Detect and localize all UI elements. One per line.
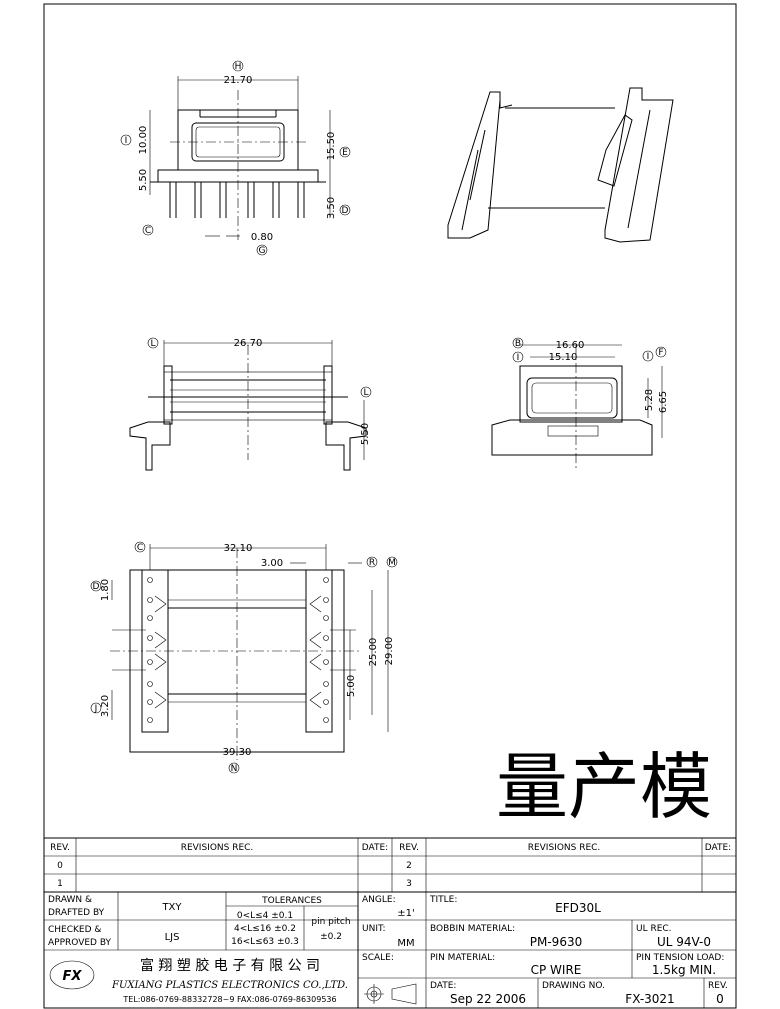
side-bubble-2: L <box>363 388 368 398</box>
end-dim-outer-h: 6.65 <box>658 391 669 413</box>
pin-pitch-value: ±0.2 <box>320 932 342 942</box>
bottom-dim-right-big: 29.00 <box>384 637 395 666</box>
company-logo: FX <box>49 960 95 990</box>
date-header-left: DATE: <box>362 843 388 853</box>
front-bubble-4: C <box>145 226 151 236</box>
bottom-pins-right <box>309 577 329 723</box>
title-block: REV. REVISIONS REC. DATE: REV. REVISIONS… <box>43 837 737 1009</box>
scale-label: SCALE: <box>362 953 394 963</box>
pin-material-label: PIN MATERIAL: <box>430 953 495 963</box>
side-dim-top: 26.70 <box>234 338 263 349</box>
angle-label: ANGLE: <box>362 895 396 905</box>
front-dim-bottom: 0.80 <box>251 232 273 243</box>
front-bubble-3: E <box>342 148 348 158</box>
front-bubble-2: I <box>125 136 128 146</box>
bottom-bubble-6: N <box>231 764 238 774</box>
drawing-no-label: DRAWING NO. <box>542 981 605 991</box>
pin-tension-label: PIN TENSION LOAD: <box>636 953 724 963</box>
bottom-dim-pin-off: 3.00 <box>261 558 283 569</box>
checked-value: LJS <box>165 932 180 943</box>
front-bubble-6: G <box>259 246 266 256</box>
projection-symbol <box>364 983 417 1005</box>
bottom-dim-left-top: 1.80 <box>100 579 111 601</box>
production-stamp: 量产模 <box>496 745 712 829</box>
angle-value: ±1' <box>397 908 415 919</box>
bottom-dim-top: 32.10 <box>224 543 253 554</box>
pin-tension-value: 1.5kg MIN. <box>652 963 716 977</box>
logo-text: FX <box>63 969 83 984</box>
tolerances-label: TOLERANCES <box>261 896 322 906</box>
title-value: EFD30L <box>555 901 601 915</box>
end-bubble-1: B <box>515 339 521 349</box>
bottom-bubble-4: D <box>93 582 100 592</box>
bottom-dim-left-bot: 3.20 <box>100 695 111 717</box>
end-bubble-3: I <box>647 352 650 362</box>
front-dim-left: 10.00 <box>138 126 149 155</box>
bottom-bubble-1: C <box>137 543 143 553</box>
company-name-cn: 富 翔 塑 胶 电 子 有 限 公 司 <box>140 957 320 974</box>
ul-label: UL REC. <box>636 924 672 934</box>
drawn-label-2: DRAFTED BY <box>48 908 105 918</box>
rev-row-2: 2 <box>406 861 412 871</box>
company-name-en: FUXIANG PLASTICS ELECTRONICS CO.,LTD. <box>111 980 348 991</box>
bottom-bubble-5: J <box>94 704 98 714</box>
side-view: 26.70 5.50 L L <box>129 337 372 471</box>
end-bubble-4: F <box>658 348 663 358</box>
ul-value: UL 94V-0 <box>657 935 711 949</box>
rev-row-3: 3 <box>406 879 412 889</box>
drawn-label-1: DRAWN & <box>48 895 92 905</box>
bottom-dim-right-mid: 25.00 <box>368 638 379 667</box>
bottom-view: 32.10 3.00 1.80 3.20 5.00 25.00 29.00 39… <box>90 541 398 774</box>
end-dim-inner-h: 5.28 <box>644 389 655 411</box>
rev-header-left: REV. <box>50 843 70 853</box>
unit-label: UNIT: <box>362 924 386 934</box>
drawn-value: TXY <box>161 902 182 913</box>
date-value: Sep 22 2006 <box>450 992 526 1006</box>
front-dim-top: 21.70 <box>224 75 253 86</box>
front-dim-left-low: 5.50 <box>138 169 149 191</box>
tolerance-3: 16<L≤63 ±0.3 <box>231 937 299 947</box>
title-label: TITLE: <box>429 895 457 905</box>
rev-label: REV. <box>708 981 728 991</box>
front-bubble-5: D <box>342 206 349 216</box>
unit-value: MM <box>397 938 414 949</box>
pin-pitch-label: pin pitch <box>311 917 350 927</box>
front-bubble-1: H <box>235 62 242 72</box>
rev-row-1: 1 <box>57 879 63 889</box>
rev-row-0: 0 <box>57 861 63 871</box>
front-view: 21.70 10.00 5.50 15.50 3.50 0.80 H I E C… <box>120 60 351 256</box>
end-view: 16.60 15.10 5.28 6.65 B I I F <box>491 337 669 470</box>
date-label: DATE: <box>430 981 456 991</box>
revisions-header-right: REVISIONS REC. <box>528 843 601 853</box>
pin-material-value: CP WIRE <box>531 963 582 977</box>
bottom-dim-right-small: 5.00 <box>346 675 357 697</box>
side-dim-right: 5.50 <box>360 423 371 445</box>
date-header-right: DATE: <box>705 843 731 853</box>
checked-label-1: CHECKED & <box>48 925 101 935</box>
checked-label-2: APPROVED BY <box>48 938 112 948</box>
bottom-pins-left <box>147 577 167 723</box>
tolerance-2: 4<L≤16 ±0.2 <box>234 924 296 934</box>
company-contact: TEL:086-0769-88332728~9 FAX:086-0769-863… <box>122 995 336 1004</box>
bottom-bubble-3: M <box>388 558 396 568</box>
isometric-view <box>447 87 674 243</box>
revisions-header-left: REVISIONS REC. <box>181 843 254 853</box>
end-dim-top-outer: 16.60 <box>556 340 585 351</box>
bobbin-material-value: PM-9630 <box>530 935 582 949</box>
front-dim-right-low: 3.50 <box>326 197 337 219</box>
side-bubble-1: L <box>150 339 155 349</box>
end-bubble-2: I <box>517 353 520 363</box>
tolerance-1: 0<L≤4 ±0.1 <box>237 911 293 921</box>
drawing-no-value: FX-3021 <box>625 992 674 1006</box>
bottom-bubble-2: R <box>369 558 375 568</box>
rev-header-right: REV. <box>399 843 419 853</box>
rev-value: 0 <box>716 992 724 1006</box>
bobbin-material-label: BOBBIN MATERIAL: <box>430 924 515 934</box>
bottom-dim-bottom: 39.30 <box>223 747 252 758</box>
front-dim-right: 15.50 <box>326 132 337 161</box>
end-dim-top-inner: 15.10 <box>549 352 578 363</box>
